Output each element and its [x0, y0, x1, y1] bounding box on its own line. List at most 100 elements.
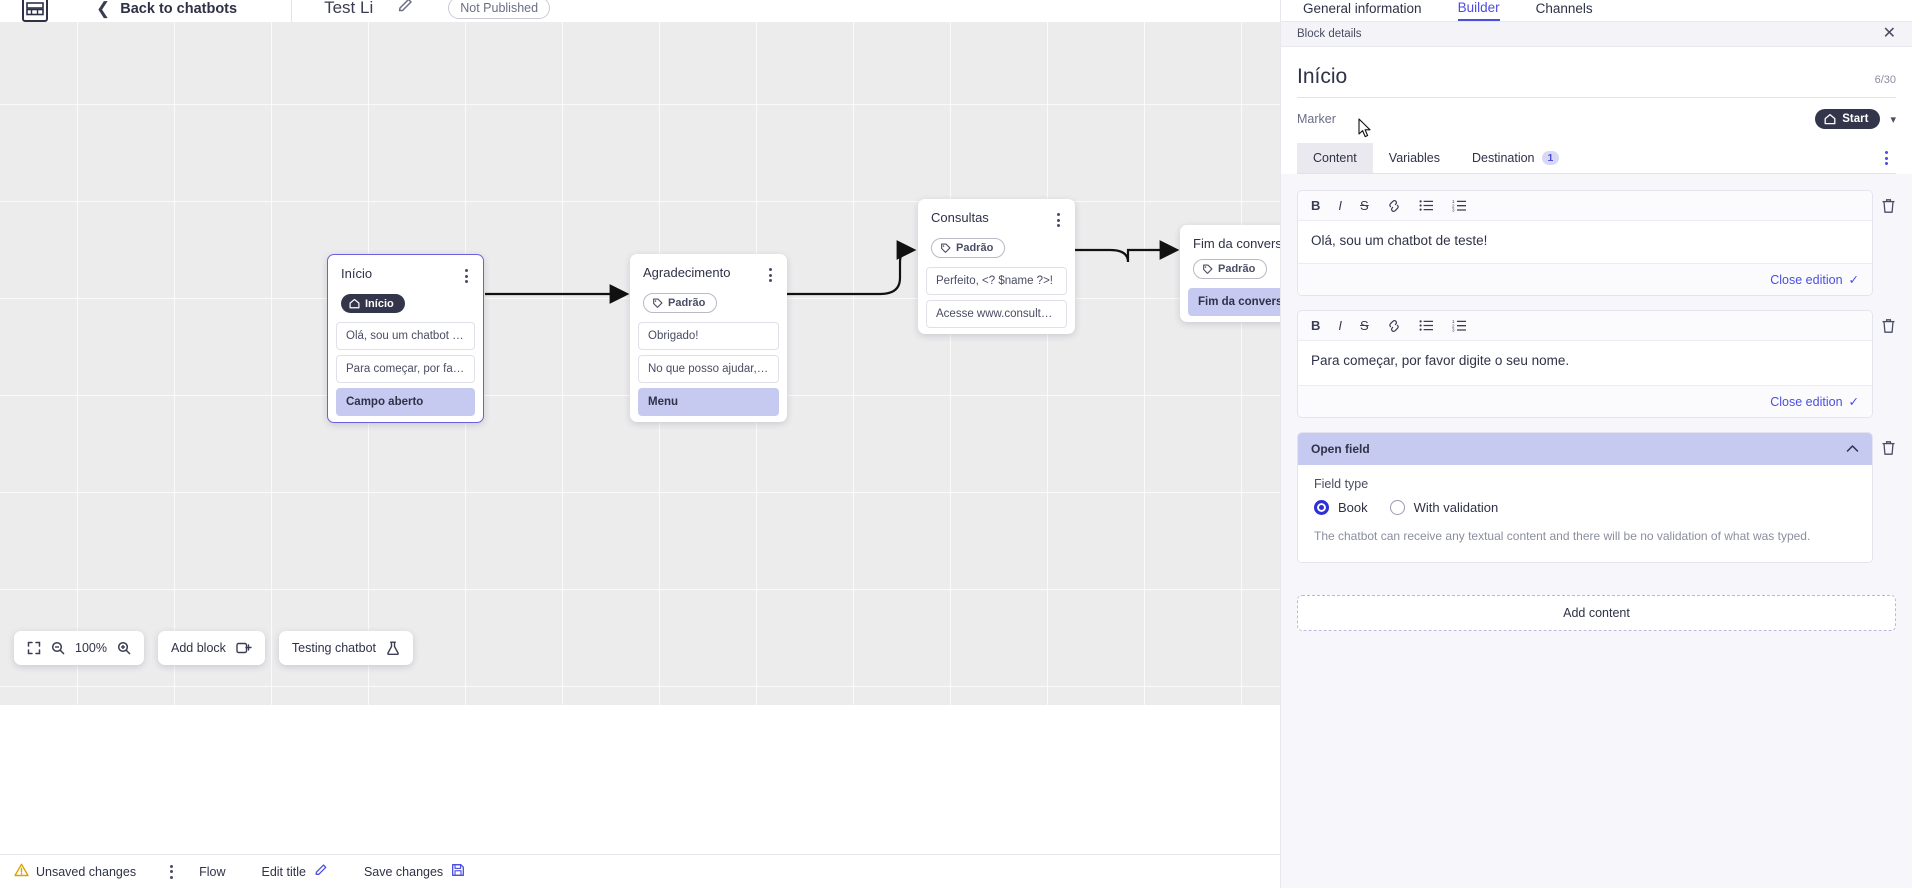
block-row[interactable]: Campo aberto: [336, 388, 475, 416]
tab-channels[interactable]: Channels: [1535, 1, 1593, 16]
flow-block-fim-da-conversa[interactable]: Fim da conversa Padrão Fim da conversa: [1180, 225, 1280, 322]
open-field-header[interactable]: Open field: [1298, 433, 1872, 466]
subtab-variables[interactable]: Variables: [1373, 143, 1456, 173]
char-counter: 6/30: [1874, 74, 1896, 86]
trash-icon[interactable]: [1881, 190, 1896, 219]
block-row[interactable]: Para começar, por favor digite o ...: [336, 355, 475, 383]
strikethrough-icon[interactable]: S: [1360, 318, 1369, 334]
numbered-list-icon[interactable]: 1 2 3: [1452, 199, 1467, 212]
rich-text-editor[interactable]: B I S: [1297, 310, 1873, 419]
edit-title-button[interactable]: Edit title: [261, 863, 327, 880]
block-row[interactable]: Acesse www.consultas.com par...: [926, 299, 1067, 328]
block-rows: Olá, sou um chatbot de teste! Para começ…: [328, 322, 483, 416]
block-rows: Obrigado! No que posso ajudar, <? $name …: [630, 321, 787, 416]
warning-icon: [14, 863, 29, 880]
save-changes-button[interactable]: Save changes: [364, 863, 465, 880]
publish-status-badge: Not Published: [448, 0, 551, 19]
link-icon[interactable]: [1387, 319, 1401, 333]
testing-chatbot-button[interactable]: Testing chatbot: [278, 631, 413, 665]
close-icon[interactable]: ✕: [1882, 25, 1896, 42]
save-icon: [451, 863, 465, 880]
numbered-list-icon[interactable]: 1 2 3: [1452, 319, 1467, 332]
block-header: Consultas: [918, 199, 1075, 230]
tab-general-information[interactable]: General information: [1303, 1, 1422, 16]
italic-icon[interactable]: I: [1338, 318, 1343, 334]
editor-text[interactable]: Para começar, por favor digite o seu nom…: [1311, 353, 1570, 369]
block-row[interactable]: Olá, sou um chatbot de teste!: [336, 322, 475, 350]
block-row[interactable]: Perfeito, <? $name ?>!: [926, 266, 1067, 295]
tag-icon: [941, 243, 951, 253]
kebab-menu-icon[interactable]: [461, 266, 472, 286]
kebab-menu-icon[interactable]: [765, 265, 776, 285]
chevron-left-icon[interactable]: ❮: [96, 0, 111, 18]
trash-icon[interactable]: [1881, 432, 1896, 461]
page-title: Início: [1297, 65, 1348, 88]
block-row[interactable]: No que posso ajudar, <? $name ...: [638, 354, 779, 383]
svg-text:2: 2: [1452, 324, 1455, 329]
tag-icon: [1203, 264, 1213, 274]
zoom-in-icon[interactable]: [117, 641, 131, 655]
kebab-menu-icon[interactable]: [1053, 210, 1064, 230]
block-row[interactable]: Obrigado!: [638, 321, 779, 350]
bullet-list-icon[interactable]: [1419, 319, 1434, 332]
chevron-down-icon[interactable]: ▾: [1890, 113, 1896, 126]
check-icon: ✓: [1848, 273, 1859, 288]
italic-icon[interactable]: I: [1338, 198, 1343, 213]
editor-text[interactable]: Olá, sou um chatbot de teste!: [1311, 233, 1488, 248]
close-edition-button[interactable]: Close edition ✓: [1770, 394, 1859, 410]
subtab-content-label: Content: [1313, 151, 1357, 165]
tab-builder[interactable]: Builder: [1457, 0, 1500, 21]
block-row[interactable]: Menu: [638, 387, 779, 416]
flow-canvas[interactable]: Início Início Olá, sou um chatbot de tes…: [0, 22, 1280, 705]
rich-text-editor[interactable]: B I S: [1297, 190, 1873, 297]
trash-icon[interactable]: [1881, 310, 1896, 339]
default-tag-label: Padrão: [956, 242, 994, 254]
flow-block-inicio[interactable]: Início Início Olá, sou um chatbot de tes…: [327, 254, 484, 423]
flow-edges: [485, 240, 1180, 304]
bold-icon[interactable]: B: [1311, 198, 1321, 213]
block-row[interactable]: Fim da conversa: [1188, 287, 1280, 316]
pencil-icon: [314, 863, 328, 880]
subtab-destination-label: Destination: [1471, 151, 1535, 165]
destination-count-badge: 1: [1541, 151, 1560, 165]
link-icon[interactable]: [1387, 199, 1401, 213]
field-type-label: Field type: [1314, 477, 1369, 492]
svg-text:3: 3: [1452, 208, 1455, 212]
tag-icon: [653, 298, 663, 308]
zoom-out-icon[interactable]: [51, 641, 65, 655]
content-tab-panel: B I S: [1281, 174, 1912, 888]
radio-with-validation[interactable]: With validation: [1389, 500, 1498, 516]
app-logo-icon[interactable]: [22, 0, 48, 22]
bold-icon[interactable]: B: [1311, 318, 1321, 334]
editor-footer: Close edition ✓: [1298, 263, 1872, 296]
chatbot-title: Test Li: [324, 0, 374, 17]
kebab-menu-icon[interactable]: [170, 864, 174, 879]
home-icon: [349, 298, 360, 309]
strikethrough-icon[interactable]: S: [1360, 198, 1369, 213]
chevron-up-icon[interactable]: [1846, 440, 1859, 458]
close-edition-button[interactable]: Close edition ✓: [1770, 272, 1859, 288]
top-divider: [291, 0, 293, 22]
subtab-content[interactable]: Content: [1297, 143, 1373, 173]
flow-button[interactable]: Flow: [199, 865, 225, 879]
open-field-description: The chatbot can receive any textual cont…: [1314, 529, 1811, 544]
block-header: Início: [328, 255, 483, 286]
mouse-cursor: [1357, 118, 1374, 145]
marker-chip-label: Start: [1842, 113, 1869, 125]
radio-book[interactable]: Book: [1314, 500, 1368, 516]
fit-screen-icon[interactable]: [27, 641, 41, 655]
default-tag-badge: Padrão: [931, 238, 1006, 258]
flow-block-consultas[interactable]: Consultas Padrão Perfeito, <? $name ?>! …: [918, 199, 1075, 334]
bullet-list-icon[interactable]: [1419, 199, 1434, 212]
marker-start-chip[interactable]: Start: [1815, 109, 1881, 129]
default-tag-badge: Padrão: [1193, 259, 1268, 279]
subtab-destination[interactable]: Destination 1: [1456, 143, 1575, 173]
pencil-icon[interactable]: [397, 0, 414, 19]
add-block-button[interactable]: Add block: [158, 631, 265, 665]
back-to-chatbots-link[interactable]: Back to chatbots: [120, 1, 238, 17]
flow-block-agradecimento[interactable]: Agradecimento Padrão Obrigado! No que po…: [630, 254, 787, 422]
divider: [1297, 97, 1896, 98]
add-content-button[interactable]: Add content: [1297, 594, 1896, 631]
canvas-toolbar: 100% Add block: [14, 631, 413, 665]
kebab-menu-icon[interactable]: [1885, 151, 1896, 165]
